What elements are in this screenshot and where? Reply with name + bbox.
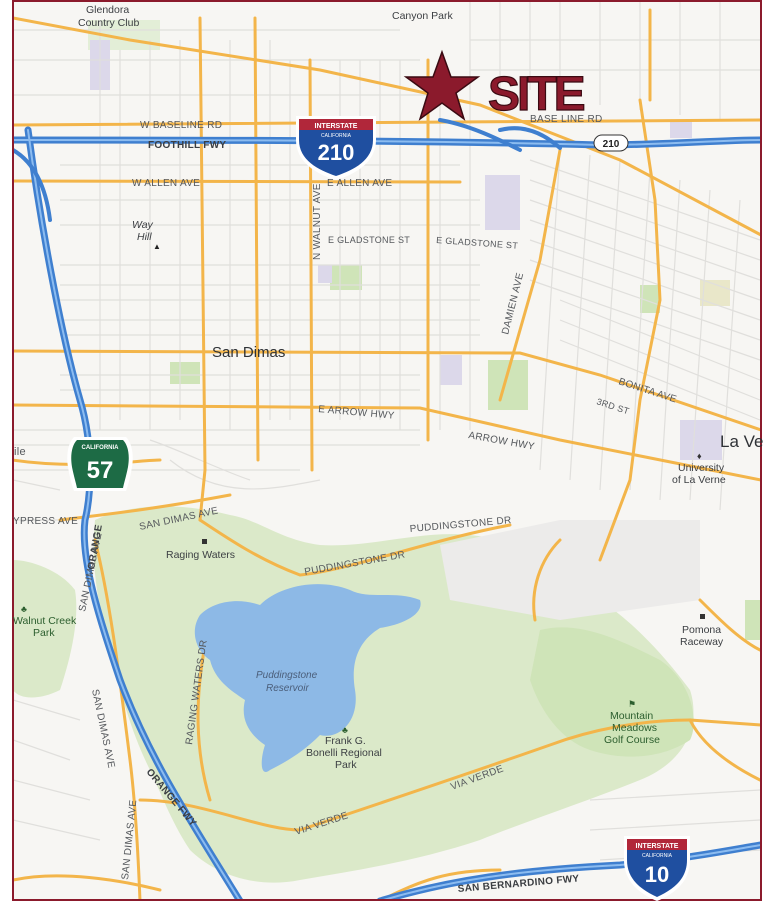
label-canyon-park: Canyon Park — [392, 10, 453, 22]
puddingstone-reservoir — [194, 584, 421, 772]
raging-waters-marker — [202, 539, 207, 544]
label-reservoir: Reservoir — [266, 683, 309, 694]
label-way: Way — [132, 219, 154, 231]
i10-state-text: CALIFORNIA — [642, 853, 673, 859]
label-puddingstone: Puddingstone — [256, 670, 318, 681]
local-streets — [13, 0, 761, 861]
label-w-baseline: W BASELINE RD — [140, 120, 222, 131]
university-icon: ♦ — [697, 451, 702, 461]
label-hill: Hill — [137, 231, 152, 243]
interstate-10-shield: INTERSTATE CALIFORNIA 10 — [624, 836, 690, 901]
i10-top-text: INTERSTATE — [636, 843, 679, 850]
label-frank-g: Frank G. — [325, 735, 366, 747]
golf-flag-icon: ⚑ — [628, 699, 636, 709]
label-baseline-e: BASE LINE RD — [530, 114, 603, 125]
arterial-roads — [13, 8, 761, 901]
i10-number: 10 — [645, 862, 669, 887]
label-gladstone-1: E GLADSTONE ST — [328, 235, 410, 245]
city-labels: San Dimas La Ve — [212, 344, 764, 451]
label-n-walnut: N WALNUT AVE — [312, 183, 323, 260]
label-pomona: Pomona — [682, 624, 721, 636]
label-ile: ile — [14, 446, 26, 458]
label-raceway: Raceway — [680, 636, 724, 648]
ca57-top-text: CALIFORNIA — [82, 445, 120, 451]
institution-areas — [90, 40, 722, 460]
label-of-la-verne: of La Verne — [672, 474, 726, 486]
freeways — [13, 118, 761, 901]
label-mountain: Mountain — [610, 710, 653, 722]
badge-210-number: 210 — [603, 139, 620, 150]
route-210-badge: 210 — [593, 134, 629, 152]
ca57-number: 57 — [87, 457, 114, 484]
pomona-raceway-marker — [700, 614, 705, 619]
label-foothill-fwy: FOOTHILL FWY — [148, 140, 226, 151]
i210-top-text: INTERSTATE — [315, 123, 358, 130]
label-raging-waters: Raging Waters — [166, 549, 235, 561]
label-cypress: YPRESS AVE — [13, 516, 78, 527]
label-walnut-creek: Walnut Creek — [13, 615, 77, 627]
place-labels: Glendora Country Club Canyon Park Way Hi… — [13, 4, 726, 771]
label-glendora: Glendora — [86, 4, 129, 16]
site-label: SITE — [488, 68, 585, 121]
i210-state-text: CALIFORNIA — [321, 133, 352, 139]
walnut-creek-tree-icon: ♣ — [21, 604, 27, 614]
airfield-area — [440, 520, 700, 620]
california-57-shield: CALIFORNIA 57 — [67, 437, 133, 491]
label-walnut-creek-park: Park — [33, 627, 55, 639]
label-la-verne: La Ve — [720, 432, 764, 451]
way-hill-peak-icon: ▲ — [153, 242, 161, 251]
site-marker: SITE — [403, 49, 588, 122]
label-e-allen: E ALLEN AVE — [327, 178, 392, 189]
label-golf-course: Golf Course — [604, 734, 660, 746]
label-bonelli-park: Park — [335, 759, 357, 771]
site-star-icon — [403, 49, 481, 121]
i210-number: 210 — [318, 140, 355, 165]
label-w-allen: W ALLEN AVE — [132, 178, 200, 189]
label-bonelli-regional: Bonelli Regional — [306, 747, 382, 759]
label-country-club: Country Club — [78, 17, 139, 29]
label-university: University — [678, 462, 725, 474]
interstate-210-shield: INTERSTATE CALIFORNIA 210 — [296, 116, 376, 180]
bonelli-tree-icon: ♣ — [342, 725, 348, 735]
label-meadows: Meadows — [612, 722, 657, 734]
label-san-dimas: San Dimas — [212, 344, 285, 361]
map-frame — [12, 0, 762, 901]
